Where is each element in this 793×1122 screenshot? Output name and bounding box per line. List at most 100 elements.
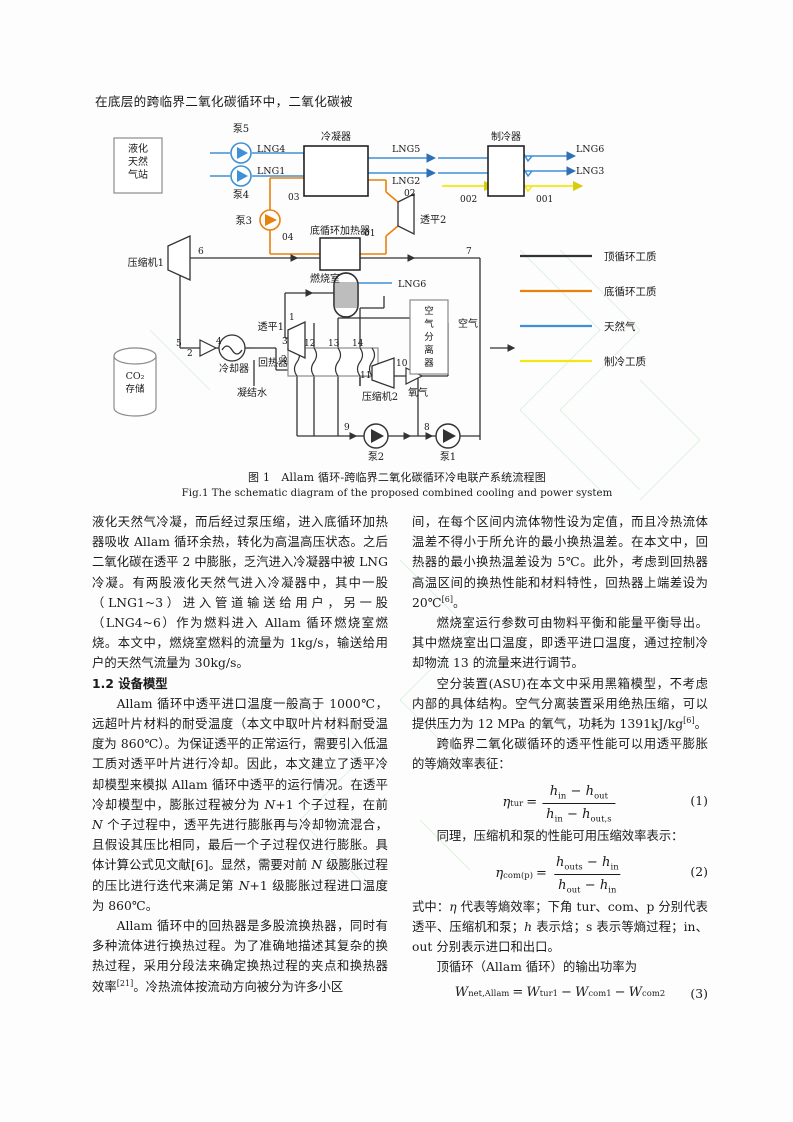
paragraph-right-1-a: 间，在每个区间内流体物性设为定值，而且冷热流体温差不得小于所允许的最小换热温差。… [412, 515, 708, 610]
eq2-denominator: hout − hin [554, 874, 621, 896]
label-recuperator: 回热器 [258, 356, 288, 369]
label-pump3: 泵3 [236, 215, 252, 227]
label-stream-2b: 2 [187, 349, 193, 359]
figure-caption-en: Fig.1 The schematic diagram of the propo… [181, 488, 613, 499]
body-column-right: 间，在每个区间内流体物性设为定值，而且冷热流体温差不得小于所允许的最小换热温差。… [412, 512, 708, 1004]
citation-6-a: [6] [441, 594, 454, 604]
eq3-t2: W [575, 984, 589, 1000]
eq2-den-h1: h [558, 878, 567, 894]
eq1-num-h1-sub: in [558, 790, 567, 801]
label-stream-7: 7 [466, 247, 472, 257]
eq3-equals: = [512, 984, 524, 1000]
var-N-2: N [92, 818, 103, 833]
label-lng6-line: LNG6 [576, 144, 604, 155]
eq2-num-h2: h [602, 854, 611, 870]
paragraph-left-2-e: +1 级膨胀过程进口温度为 860℃。 [92, 878, 388, 913]
paragraph-right-3-b: 。 [694, 717, 707, 732]
paragraph-right-1: 间，在每个区间内流体物性设为定值，而且冷热流体温差不得小于所允许的最小换热温差。… [412, 512, 708, 613]
label-stream-13: 13 [328, 339, 340, 349]
eq1-numerator: hin − hout [549, 783, 609, 801]
label-stream-8: 8 [424, 423, 430, 433]
var-h: h [524, 920, 533, 935]
paragraph-left-2-a: Allam 循环中透平进口温度一般高于 1000℃，远超叶片材料的耐受温度（本文… [92, 696, 388, 812]
label-stream-002: 002 [460, 195, 477, 205]
paragraph-right-3: 空分装置(ASU)在本文中采用黑箱模型，不考虑内部的具体结构。空气分离装置采用绝… [412, 674, 708, 735]
eq3-t3: W [628, 984, 643, 1000]
eq2-fraction: houts − hin hout − hin [552, 853, 623, 896]
label-cooler: 冷却器 [219, 362, 249, 375]
label-pump4: 泵4 [233, 189, 249, 201]
eq1-fraction: hin − hout hin − hout,s [542, 782, 616, 825]
label-turbine1: 透平1 [258, 321, 284, 333]
legend-label-refrigerant: 制冷工质 [604, 355, 646, 368]
eq1-den-h2: h [582, 806, 591, 822]
eq1-denominator: hin − hout,s [542, 802, 616, 825]
label-stream-2: 2 [281, 355, 287, 365]
label-turbine2: 透平2 [420, 214, 446, 226]
eq1-num-h2: h [585, 783, 595, 799]
label-lng6-combustor: LNG6 [398, 279, 426, 290]
label-stream-4: 4 [216, 337, 222, 347]
label-stream-14: 14 [352, 339, 364, 349]
legend-label-bottom-cycle: 底循环工质 [604, 285, 657, 298]
figure-caption: 图 1 Allam 循环-跨临界二氧化碳循环冷电联产系统流程图 Fig.1 Th… [92, 470, 702, 501]
label-bottom-cycle-heater: 底循环加热器 [310, 224, 370, 237]
eq2-numerator: houts − hin [555, 854, 619, 872]
label-stream-1: 1 [289, 313, 295, 323]
paragraph-right-6-c: 表示焓；s 表示等熵过程；in、out 分别表示进口和出口。 [412, 920, 708, 955]
section-heading-1-2: 1.2 设备模型 [92, 676, 168, 691]
label-lng-station: 气站 [128, 168, 148, 181]
citation-6-b: [6] [683, 715, 695, 725]
eq2-num-h2-sub: in [610, 861, 619, 872]
label-lng3: LNG3 [576, 166, 604, 177]
eq3-minus-2: − [614, 984, 626, 1000]
body-column-left: 液化天然气冷凝，而后经过泵压缩，进入底循环加热器吸收 Allam 循环余热，转化… [92, 512, 388, 997]
label-oxygen: 氧气 [408, 386, 428, 399]
eq2-lhs-symbol: η [495, 866, 504, 882]
eq3-t1: W [526, 984, 540, 1000]
label-lng-station: 天然 [128, 155, 148, 168]
eq1-lhs-symbol: η [502, 795, 511, 811]
eq2-equals: = [536, 866, 547, 882]
paragraph-right-2: 燃烧室运行参数可由物料平衡和能量平衡导出。其中燃烧室出口温度，即透平进口温度，通… [412, 616, 708, 671]
eq2-num-h1-sub: outs [564, 861, 583, 872]
label-condensate-water: 凝结水 [237, 386, 267, 399]
label-stream-01: 01 [364, 229, 375, 239]
paragraph-left-3-a: Allam 循环中的回热器是多股流换热器，同时有多种流体进行换热过程。为了准确地… [92, 919, 388, 994]
paragraph-left-2-b: +1 个子过程，在前 [275, 797, 388, 812]
var-N-4: N [238, 878, 250, 893]
label-pump5: 泵5 [233, 123, 249, 135]
label-combustor: 燃烧室 [310, 272, 340, 285]
legend-label-natural-gas: 天然气 [604, 320, 636, 333]
label-stream-12: 12 [304, 339, 315, 349]
equation-2-number: (2) [690, 864, 708, 879]
eq1-equals: = [526, 795, 538, 811]
label-stream-5: 5 [176, 339, 182, 349]
paragraph-right-1-end: 。 [453, 595, 466, 610]
var-N-3: N [311, 858, 323, 873]
var-eta: η [449, 899, 457, 914]
equation-3-number: (3) [690, 986, 708, 1001]
label-pump2: 泵2 [368, 451, 384, 463]
paragraph-left-2-d: 级膨胀过程的压比进行迭代来满足第 [92, 858, 389, 893]
label-lng5: LNG5 [392, 144, 420, 155]
var-N-1: N [264, 797, 276, 812]
label-stream-6: 6 [198, 247, 204, 257]
label-co2-storage: CO₂ [126, 371, 145, 382]
eq2-num-h1: h [555, 854, 565, 870]
legend-label-top-cycle: 顶循环工质 [604, 250, 657, 263]
paragraph-right-6-b: 代表等熵效率；下角 tur、com、p 分别代表透平、压缩机和泵； [412, 899, 708, 935]
label-asu: 气 [424, 318, 434, 330]
label-compressor1: 压缩机1 [128, 256, 164, 269]
paragraph-left-2: Allam 循环中透平进口温度一般高于 1000℃，远超叶片材料的耐受温度（本文… [92, 694, 388, 916]
eq3-minus-1: − [561, 984, 573, 1000]
paragraph-right-6-a: 式中： [412, 899, 450, 914]
citation-21: [21] [116, 978, 134, 988]
intro-paragraph: 在底层的跨临界二氧化碳循环中，二氧化碳被 [95, 94, 353, 109]
label-condenser: 冷凝器 [321, 130, 351, 143]
label-lng1: LNG1 [257, 166, 285, 177]
label-asu: 器 [424, 358, 434, 369]
